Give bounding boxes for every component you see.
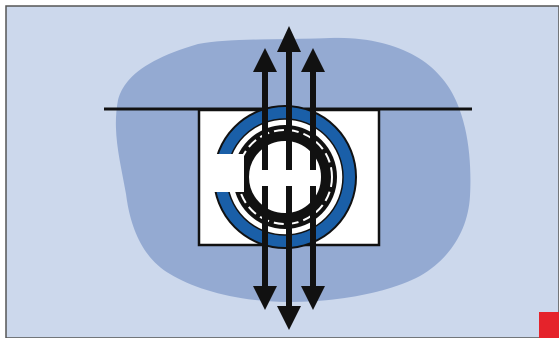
split-ring-icon <box>214 106 356 248</box>
red-square-icon <box>539 312 559 338</box>
